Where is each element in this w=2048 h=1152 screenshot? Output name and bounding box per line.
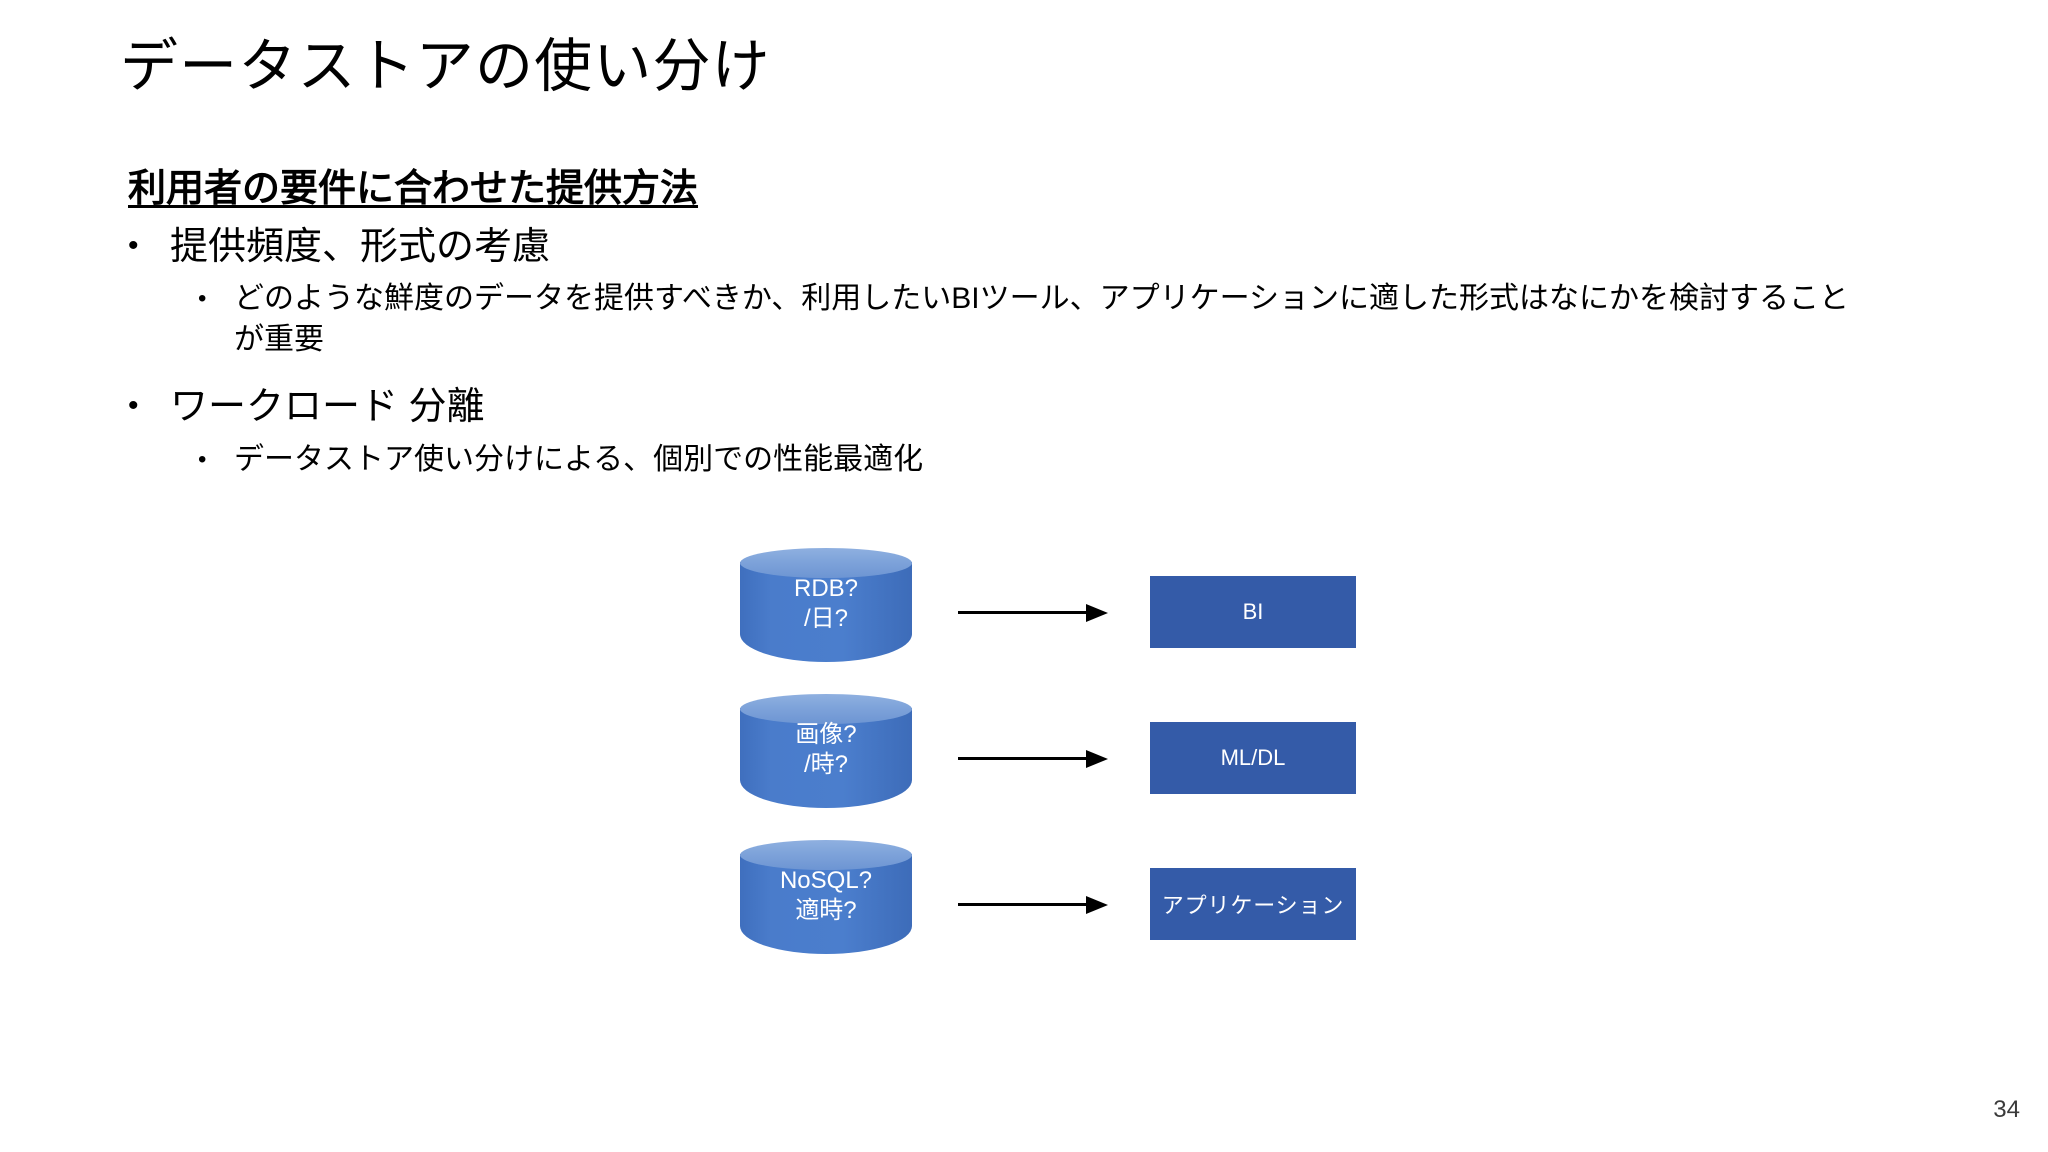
arrow-right-icon — [958, 604, 1118, 622]
cylinder-label-line1: 画像? — [795, 721, 857, 748]
cylinder-label-line2: /時? — [803, 751, 848, 779]
arrow-head — [1086, 604, 1108, 622]
cylinder-label-line2: /日? — [803, 605, 848, 633]
bullet-level1: • ワークロード 分離 — [128, 382, 1948, 432]
arrow-right-icon — [958, 750, 1118, 768]
page-title: データストアの使い分け — [120, 34, 771, 99]
diagram-row: 画像? /時? ML/DL — [740, 694, 1440, 824]
cylinder-top-ellipse — [740, 694, 912, 724]
arrow-right-icon — [958, 896, 1118, 914]
cylinder-top-ellipse — [740, 840, 912, 870]
arrow-head — [1086, 896, 1108, 914]
diagram-row: NoSQL? 適時? アプリケーション — [740, 840, 1440, 970]
cylinder-label-line1: RDB? — [793, 575, 859, 602]
sub-heading: 利用者の要件に合わせた提供方法 — [128, 168, 699, 210]
datastore-cylinder-icon: NoSQL? 適時? — [740, 840, 912, 968]
datastore-cylinder-icon: 画像? /時? — [740, 694, 912, 822]
datastore-flow-diagram: RDB? /日? BI 画像? /時? ML/DL — [740, 548, 1440, 988]
cylinder-label-line1: NoSQL? — [779, 867, 873, 894]
cylinder-body — [740, 708, 912, 808]
bullet-marker-icon: • — [198, 445, 207, 473]
cylinder-label: 画像? /時? — [740, 720, 912, 780]
cylinder-top-ellipse — [740, 548, 912, 578]
bullet-level1-text: 提供頻度、形式の考慮 — [170, 225, 551, 268]
bullet-level2: • データストア使い分けによる、個別での性能最適化 — [198, 439, 1948, 480]
arrow-head — [1086, 750, 1108, 768]
arrow-shaft — [958, 757, 1094, 760]
bullet-level1: • 提供頻度、形式の考慮 — [128, 222, 1948, 272]
cylinder-body — [740, 854, 912, 954]
destination-box: ML/DL — [1150, 722, 1356, 794]
diagram-row: RDB? /日? BI — [740, 548, 1440, 678]
bullet-level2-text: データストア使い分けによる、個別での性能最適化 — [234, 442, 924, 476]
cylinder-body — [740, 562, 912, 662]
bullet-level1-text: ワークロード 分離 — [170, 386, 485, 429]
destination-box: アプリケーション — [1150, 868, 1356, 940]
bullet-level2-text: どのような鮮度のデータを提供すべきか、利用したいBIツール、アプリケーションに適… — [234, 281, 1850, 357]
cylinder-label: NoSQL? 適時? — [740, 866, 912, 926]
slide-body: 利用者の要件に合わせた提供方法 • 提供頻度、形式の考慮 • どのような鮮度のデ… — [128, 166, 1948, 480]
destination-box: BI — [1150, 576, 1356, 648]
bullet-marker-icon: • — [128, 228, 139, 262]
arrow-shaft — [958, 611, 1094, 614]
bullet-marker-icon: • — [128, 389, 139, 423]
cylinder-label: RDB? /日? — [740, 574, 912, 634]
datastore-cylinder-icon: RDB? /日? — [740, 548, 912, 676]
bullet-level2: • どのような鮮度のデータを提供すべきか、利用したいBIツール、アプリケーション… — [198, 278, 1948, 361]
page-number: 34 — [1993, 1096, 2020, 1123]
cylinder-label-line2: 適時? — [795, 897, 857, 925]
arrow-shaft — [958, 903, 1094, 906]
bullet-marker-icon: • — [198, 284, 207, 312]
